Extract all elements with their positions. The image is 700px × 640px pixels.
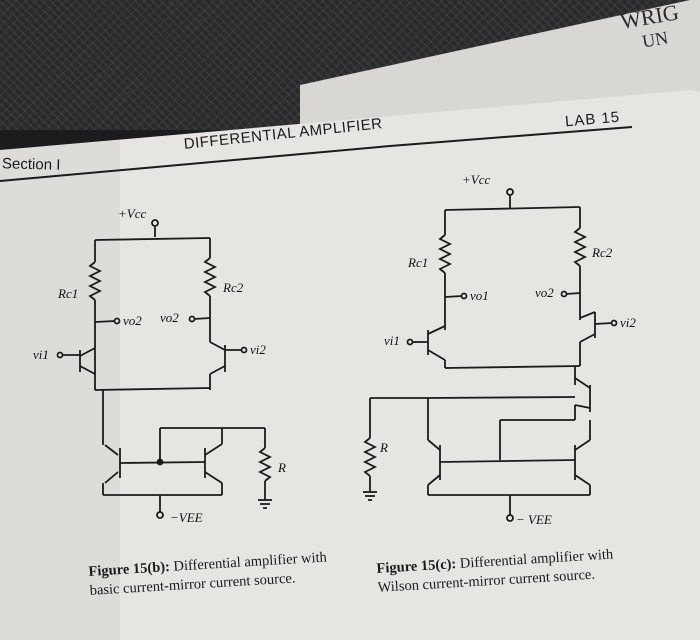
fig-c-rc2-label: Rc2	[592, 245, 613, 260]
fig-c-vcc-label: +Vcc	[462, 172, 491, 187]
fig-b-r-label: R	[278, 460, 286, 475]
fig-c-r-label: R	[380, 440, 388, 455]
figure-c-schematic	[362, 188, 618, 522]
fig-b-rc2-label: Rc2	[223, 280, 244, 295]
main-page	[0, 90, 700, 640]
fig-c-vi1-label: vi1	[384, 333, 400, 348]
figure-b-schematic	[56, 219, 273, 519]
fig-c-vi2-label: vi2	[620, 315, 636, 330]
fig-b-vo2-right-label: vo2	[160, 310, 179, 325]
fig-c-vee-label: − VEE	[516, 512, 552, 527]
fig-b-vi2-label: vi2	[250, 342, 266, 357]
fig-b-vi1-label: vi1	[33, 347, 49, 362]
back-page	[300, 0, 700, 130]
fig-b-rc1-label: Rc1	[58, 286, 79, 301]
section-label: Section I	[1, 155, 61, 174]
figure-c-caption-number: Figure 15(c):	[376, 556, 457, 577]
fig-b-vo2-left-label: vo2	[123, 313, 142, 328]
fig-c-vo2-label: vo2	[535, 285, 554, 300]
fig-b-vcc-label: +Vcc	[118, 206, 147, 221]
fig-b-vee-label: −VEE	[170, 510, 203, 525]
header-rule	[0, 145, 391, 182]
fig-c-rc1-label: Rc1	[408, 255, 429, 270]
fig-c-vo1-label: vo1	[470, 288, 489, 303]
figure-b-caption-number: Figure 15(b):	[88, 559, 171, 580]
